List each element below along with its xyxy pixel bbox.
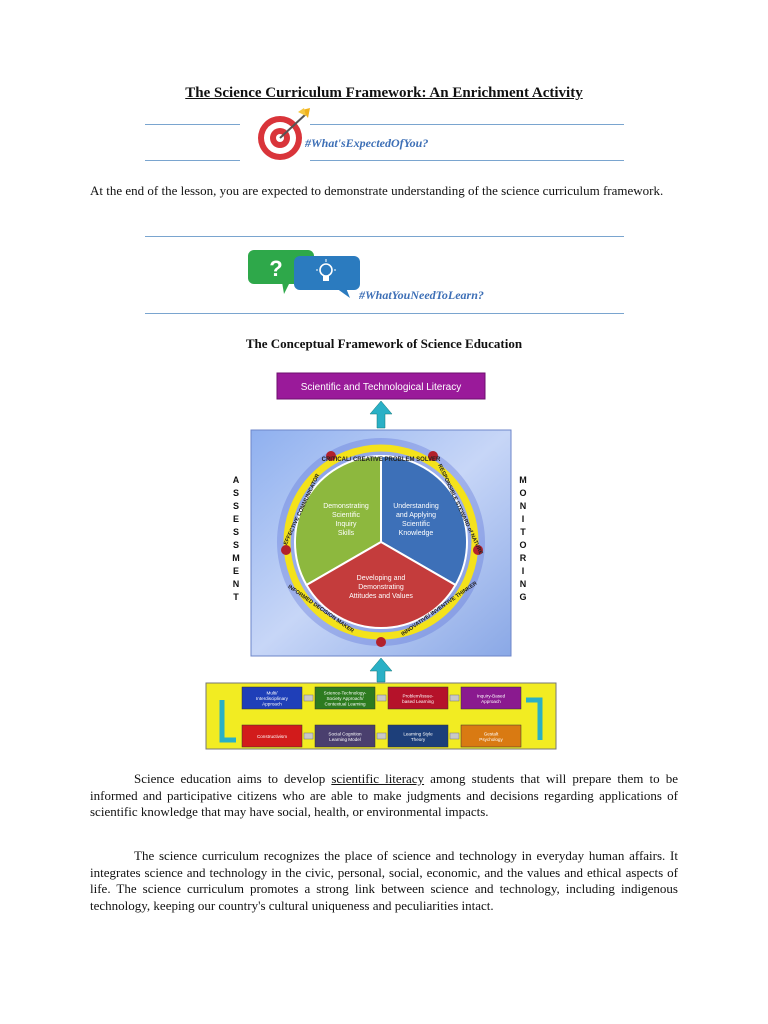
assessment-letter: T xyxy=(233,592,239,602)
assessment-letter: N xyxy=(233,579,240,589)
sector-blue-line: Knowledge xyxy=(399,530,434,537)
approach-label: Science-Technology- xyxy=(324,691,367,696)
ring-label-top: CRITICAL/ CREATIVE PROBLEM SOLVER xyxy=(322,457,441,463)
up-arrow-icon xyxy=(369,400,393,429)
assessment-letter: S xyxy=(233,527,239,537)
assessment-letter: E xyxy=(233,566,239,576)
monitoring-letter: T xyxy=(520,527,526,537)
sector-green-line: Demonstrating xyxy=(323,503,369,510)
paragraph-2: The science curriculum recognizes the pl… xyxy=(90,848,678,914)
monitoring-letter: I xyxy=(522,566,525,576)
paragraph-2-text: The science curriculum recognizes the pl… xyxy=(90,848,678,913)
assessment-letter: E xyxy=(233,514,239,524)
approach-label: Psychology xyxy=(479,737,503,742)
paragraph-1-start: Science education aims to develop xyxy=(134,771,332,786)
approach-connector xyxy=(376,732,387,740)
approach-label: Social Cognition xyxy=(328,731,362,736)
approach-label: Gestalt xyxy=(484,731,499,736)
monitoring-letter: G xyxy=(519,592,526,602)
monitoring-letter: N xyxy=(520,501,527,511)
assessment-letter: S xyxy=(233,488,239,498)
divider xyxy=(310,160,624,161)
assessment-letter: M xyxy=(232,553,240,563)
monitoring-letter: O xyxy=(519,540,526,550)
sector-blue-line: and Applying xyxy=(396,512,436,519)
approach-box xyxy=(387,686,449,710)
approach-label: Problem/Issue- xyxy=(403,693,434,698)
divider xyxy=(145,236,624,237)
assessment-letter: A xyxy=(233,475,240,485)
approach-connector xyxy=(376,694,387,702)
approach-box xyxy=(241,686,303,710)
up-arrow-icon xyxy=(369,657,393,683)
approach-box xyxy=(387,724,449,748)
assessment-letter: S xyxy=(233,501,239,511)
yellow-ring xyxy=(283,444,479,640)
framework-figure: Scientific and Technological Literacy CR… xyxy=(205,372,557,750)
expected-tag: #What'sExpectedOfYou? xyxy=(305,136,429,150)
approach-label: Learning Style xyxy=(403,731,433,736)
approach-label: based Learning xyxy=(402,699,434,704)
monitoring-letter: N xyxy=(520,579,527,589)
sector-green-line: Scientific xyxy=(332,512,361,519)
sector-red-line: Attitudes and Values xyxy=(349,593,413,600)
approach-label: Approach xyxy=(262,702,282,707)
approach-box xyxy=(460,724,522,748)
approach-label: Theory xyxy=(411,737,426,742)
expected-text: At the end of the lesson, you are expect… xyxy=(90,183,664,198)
approach-label: Multi/ xyxy=(267,691,279,696)
approach-label: Interdisciplinary xyxy=(256,696,289,701)
target-icon xyxy=(258,108,310,160)
svg-text:?: ? xyxy=(269,256,282,281)
sector-red xyxy=(305,540,457,630)
approach-label: Society Approach/ xyxy=(326,696,364,701)
document-title: The Science Curriculum Framework: An Enr… xyxy=(185,85,583,101)
approach-label: Learning Model xyxy=(329,737,361,742)
sector-red-line: Developing and xyxy=(357,575,406,582)
question-idea-bubbles-icon: ? xyxy=(248,250,360,298)
approach-box xyxy=(314,686,376,710)
sector-green-line: Skills xyxy=(338,530,355,537)
divider xyxy=(310,124,624,125)
sector-green xyxy=(293,454,382,587)
approach-label: Approach xyxy=(481,699,501,704)
figure-title: The Conceptual Framework of Science Educ… xyxy=(245,336,523,351)
scientific-literacy-link[interactable]: scientific literacy xyxy=(331,771,425,786)
approach-connector xyxy=(449,694,460,702)
approach-connector xyxy=(303,732,314,740)
divider xyxy=(145,313,624,314)
assessment-letter: S xyxy=(233,540,239,550)
approach-box xyxy=(314,724,376,748)
approach-connector xyxy=(449,732,460,740)
literacy-banner xyxy=(276,372,486,400)
divider xyxy=(145,160,240,161)
approach-box xyxy=(241,724,303,748)
approach-label: Constructivism xyxy=(257,734,287,739)
approach-label: Inquiry-Based xyxy=(477,693,506,698)
monitoring-letter: I xyxy=(522,514,525,524)
sector-blue xyxy=(380,454,469,587)
approach-box xyxy=(460,686,522,710)
sector-blue-line: Understanding xyxy=(393,503,439,510)
approach-label: Contextual Learning xyxy=(324,702,366,707)
literacy-banner-label: Scientific and Technological Literacy xyxy=(301,382,461,393)
sector-red-line: Demonstrating xyxy=(358,584,404,591)
monitoring-letter: R xyxy=(520,553,527,563)
paragraph-1: Science education aims to develop scient… xyxy=(90,771,678,821)
sector-blue-label: Understanding and ApplyingScientificKnowl… xyxy=(393,503,439,537)
divider xyxy=(145,124,240,125)
monitoring-letter: O xyxy=(519,488,526,498)
learn-tag: #WhatYouNeedToLearn? xyxy=(359,288,484,302)
sector-blue-line: Scientific xyxy=(402,521,431,528)
paragraph-1-rest: among students that will prepare them to… xyxy=(90,771,678,819)
monitoring-letter: M xyxy=(519,475,527,485)
approaches-boxes: Multi/InterdisciplinaryApproachScience-T… xyxy=(241,686,522,748)
sector-green-line: Inquiry xyxy=(335,521,357,528)
approach-connector xyxy=(303,694,314,702)
